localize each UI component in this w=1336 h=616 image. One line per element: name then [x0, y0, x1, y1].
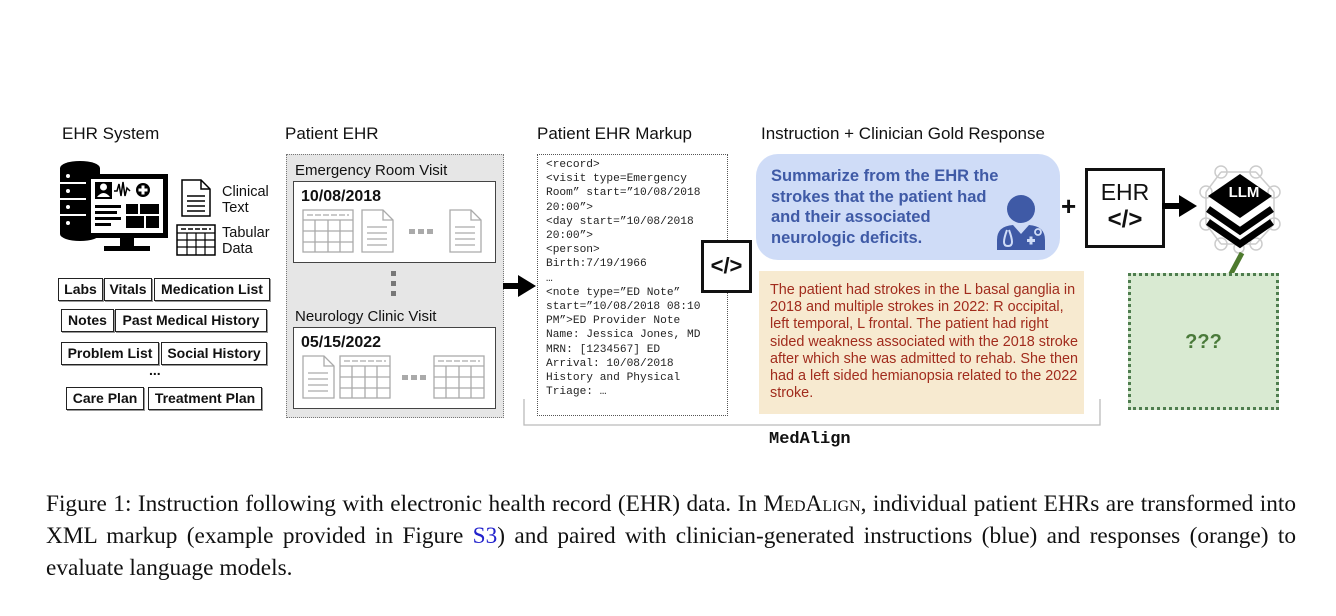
ellipsis-icon	[402, 375, 426, 380]
tag-medication-list: Medication List	[154, 278, 270, 301]
section-title-ehr-system: EHR System	[62, 124, 160, 143]
visit-label-emergency: Emergency Room Visit	[295, 162, 448, 179]
clinical-text-line-1: Clinical	[222, 184, 269, 200]
caption-figure-link[interactable]: S3	[472, 523, 498, 549]
clinical-text-line-2: Text	[222, 200, 249, 216]
monitor-icon	[86, 174, 168, 251]
tag-past-medical-history: Past Medical History	[115, 309, 267, 332]
arrow-right-icon	[1162, 195, 1197, 217]
vertical-ellipsis-icon	[391, 271, 396, 296]
tag-care-plan: Care Plan	[66, 387, 144, 410]
tabular-data-line-2: Data	[222, 241, 253, 257]
caption-suffix: ) and paired with clinician-generated in…	[46, 523, 1296, 581]
instruction-text: Summarize from the EHR the strokes that …	[771, 167, 999, 247]
ehr-system-computer-icon	[60, 161, 168, 251]
doctor-icon	[997, 195, 1045, 250]
visit-label-neurology: Neurology Clinic Visit	[295, 308, 437, 325]
visit-documents-icons	[302, 355, 485, 399]
visit-card-neurology: 05/15/2022	[293, 327, 496, 409]
tag-problem-list: Problem List	[61, 342, 159, 365]
neural-network-icon	[1199, 165, 1281, 254]
visit-date-emergency: 10/08/2018	[301, 188, 382, 205]
tag-social-history: Social History	[161, 342, 267, 365]
tabular-data-line-1: Tabular	[222, 225, 270, 241]
clinical-text-document-icon	[181, 179, 211, 217]
instruction-bubble: Summarize from the EHR the strokes that …	[756, 154, 1060, 260]
llm-answer-text: ???	[1185, 331, 1222, 353]
ehr-code-box: EHR </>	[1085, 168, 1165, 248]
visit-card-emergency: 10/08/2018	[293, 181, 496, 263]
ehr-box-code-icon: </>	[1107, 206, 1143, 233]
tabular-data-table-icon	[176, 224, 216, 256]
plus-icon: +	[1061, 191, 1077, 221]
caption-prefix: Figure 1: Instruction following with ele…	[46, 491, 764, 517]
tabular-data-label: Tabular Data	[222, 225, 270, 257]
visit-documents-icons	[302, 209, 482, 253]
llm-label: LLM	[1228, 184, 1260, 201]
medalign-label: MedAlign	[769, 430, 851, 449]
tags-ellipsis: ...	[149, 362, 161, 378]
caption-mid: , individual patient EHRs are transforme…	[46, 491, 1296, 549]
section-title-markup: Patient EHR Markup	[537, 124, 692, 143]
table-icon	[339, 355, 391, 399]
figure-caption: Figure 1: Instruction following with ele…	[46, 488, 1296, 584]
tag-treatment-plan: Treatment Plan	[148, 387, 262, 410]
table-icon	[302, 209, 354, 253]
visit-date-neurology: 05/15/2022	[301, 334, 382, 351]
caption-name: MedAlign	[763, 491, 861, 517]
ellipsis-icon	[409, 229, 433, 234]
document-icon	[449, 209, 482, 253]
tag-vitals: Vitals	[104, 278, 152, 301]
arrow-right-icon	[503, 275, 536, 297]
ehr-markup-panel: <record> <visit type=Emergency Room” sta…	[537, 154, 728, 416]
llm-icon	[1199, 165, 1281, 254]
tag-labs: Labs	[58, 278, 103, 301]
llm-answer-box: ???	[1128, 273, 1279, 410]
medalign-bracket	[523, 399, 1101, 426]
table-icon	[433, 355, 485, 399]
section-title-instruction: Instruction + Clinician Gold Response	[761, 124, 1045, 143]
clinical-text-label: Clinical Text	[222, 184, 269, 216]
tag-notes: Notes	[61, 309, 114, 332]
response-box: The patient had strokes in the L basal g…	[759, 271, 1084, 414]
response-text: The patient had strokes in the L basal g…	[770, 282, 1078, 402]
document-icon	[302, 355, 335, 399]
code-icon: </>	[701, 240, 752, 293]
patient-ehr-panel: Emergency Room Visit 10/08/2018 Neurolog…	[286, 154, 504, 418]
section-title-patient-ehr: Patient EHR	[285, 124, 379, 143]
ehr-markup-code: <record> <visit type=Emergency Room” sta…	[546, 159, 701, 399]
document-icon	[361, 209, 394, 253]
ehr-box-label: EHR	[1100, 179, 1150, 205]
